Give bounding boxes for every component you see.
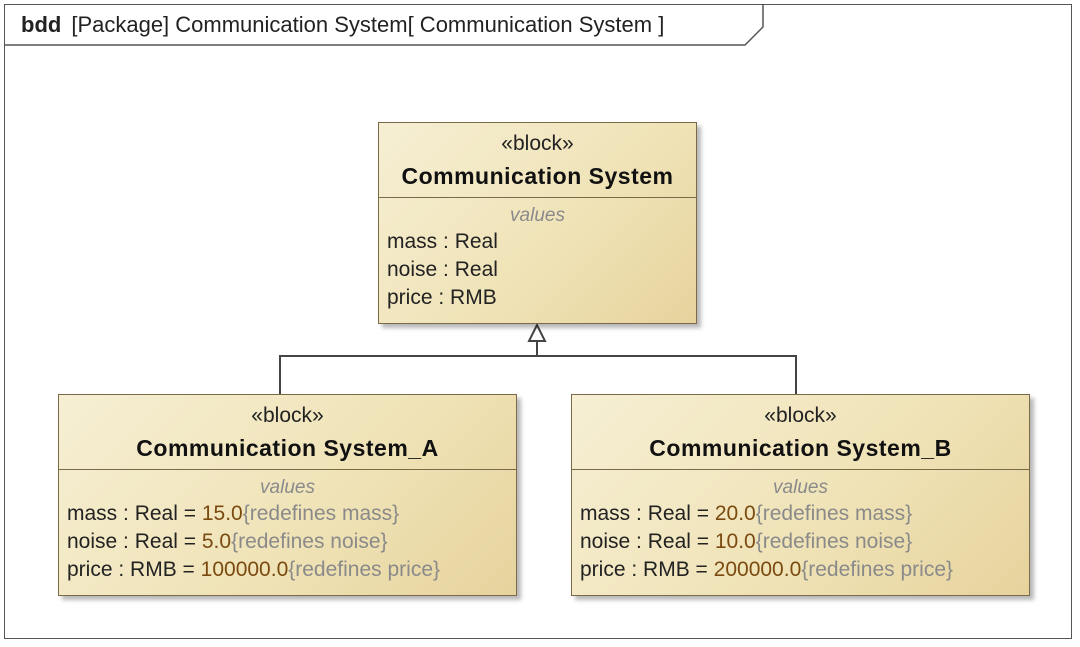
attribute-mass[interactable]: mass : Real = 20.0{redefines mass} xyxy=(580,502,913,525)
attr-name: noise xyxy=(67,530,118,553)
attr-name: price xyxy=(387,286,433,309)
values-compartment: values mass : Real = 20.0{redefines mass… xyxy=(572,470,1029,592)
attr-value: 10.0 xyxy=(714,530,756,553)
attr-type: Real xyxy=(134,502,178,525)
attr-redefines: {redefines mass} xyxy=(242,502,400,525)
attr-name: price xyxy=(580,558,626,581)
attribute-noise[interactable]: noise : Real = 10.0{redefines noise} xyxy=(580,530,913,553)
frame-tab xyxy=(5,5,764,46)
attr-type: Real xyxy=(454,258,498,281)
attribute-mass[interactable]: mass : Real = 15.0{redefines mass} xyxy=(67,502,400,525)
attr-redefines: {redefines noise} xyxy=(231,530,388,553)
attr-redefines: {redefines price} xyxy=(288,558,441,581)
diagram-title: [Package] Communication System[ Communic… xyxy=(71,12,665,37)
block-name: Communication System_B xyxy=(649,435,952,461)
block-header: «block» Communication System_B xyxy=(572,395,1029,470)
generalization-line-a xyxy=(279,341,538,394)
compartment-title: values xyxy=(510,205,565,226)
values-compartment: values mass : Real = 15.0{redefines mass… xyxy=(59,470,516,592)
attr-value: 15.0 xyxy=(201,502,243,525)
block-stereotype: «block» xyxy=(251,404,324,427)
compartment-title: values xyxy=(260,477,315,498)
block-name: Communication System xyxy=(401,163,674,189)
attr-name: mass xyxy=(387,230,438,253)
block-header: «block» Communication System_A xyxy=(59,395,516,470)
block-header: «block» Communication System xyxy=(379,123,696,198)
values-compartment: values mass : Real noise : Real price : … xyxy=(379,198,696,320)
attr-value: 5.0 xyxy=(201,530,232,553)
attr-type: RMB xyxy=(450,286,497,309)
attr-name: price xyxy=(67,558,113,581)
attr-name: noise xyxy=(387,258,438,281)
attr-type: RMB xyxy=(643,558,690,581)
block-name: Communication System_A xyxy=(136,435,439,461)
attr-value: 200000.0 xyxy=(713,558,802,581)
attr-name: mass xyxy=(67,502,118,525)
frame-label: bdd [Package] Communication System[ Comm… xyxy=(5,5,678,45)
attr-type: Real xyxy=(134,530,178,553)
compartment-title: values xyxy=(773,477,828,498)
attr-type: Real xyxy=(454,230,498,253)
attr-type: RMB xyxy=(130,558,177,581)
generalization-arrowhead xyxy=(527,322,547,342)
attr-value: 20.0 xyxy=(714,502,756,525)
attribute-mass[interactable]: mass : Real xyxy=(387,230,498,253)
attribute-noise[interactable]: noise : Real xyxy=(387,258,498,281)
attr-redefines: {redefines mass} xyxy=(755,502,913,525)
attr-value: 100000.0 xyxy=(200,558,289,581)
attribute-price[interactable]: price : RMB xyxy=(387,286,497,309)
block-communication-system-a[interactable]: «block» Communication System_A values ma… xyxy=(58,394,517,596)
attribute-price[interactable]: price : RMB = 200000.0{redefines price} xyxy=(580,558,954,581)
diagram-kind: bdd xyxy=(21,12,62,37)
generalization-line-b xyxy=(537,355,797,394)
attr-name: noise xyxy=(580,530,631,553)
block-stereotype: «block» xyxy=(764,404,837,427)
attr-type: Real xyxy=(647,502,691,525)
block-communication-system[interactable]: «block» Communication System values mass… xyxy=(378,122,697,324)
attribute-noise[interactable]: noise : Real = 5.0{redefines noise} xyxy=(67,530,388,553)
attr-type: Real xyxy=(647,530,691,553)
block-stereotype: «block» xyxy=(501,132,574,155)
block-communication-system-b[interactable]: «block» Communication System_B values ma… xyxy=(571,394,1030,596)
attr-redefines: {redefines price} xyxy=(801,558,954,581)
attr-redefines: {redefines noise} xyxy=(755,530,913,553)
attribute-price[interactable]: price : RMB = 100000.0{redefines price} xyxy=(67,558,441,581)
attr-name: mass xyxy=(580,502,631,525)
